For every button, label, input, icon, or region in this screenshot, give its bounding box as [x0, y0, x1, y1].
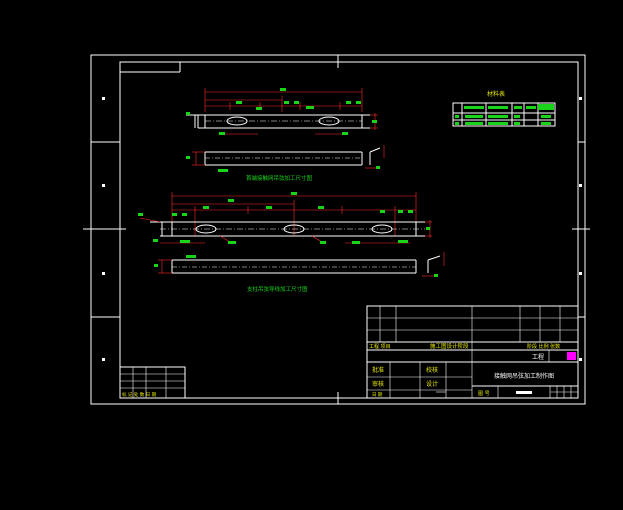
title-block-design: 设计 — [426, 380, 438, 388]
lower-view-caption: 支柱吊弦导线加工尺寸图 — [247, 285, 308, 293]
title-block-project-label: 工程 — [532, 353, 544, 361]
title-block-review: 审核 — [372, 380, 384, 388]
upper-view-plan — [186, 88, 378, 135]
lower-view-elevation — [154, 252, 445, 277]
title-block-approve: 批准 — [372, 366, 384, 374]
inner-frame — [119, 61, 579, 399]
title-block-meta-labels: 阶段 比例 张数 — [527, 343, 560, 350]
title-block-project-info: 工程 项目 — [369, 343, 391, 350]
revision-block — [119, 366, 186, 399]
right-margin-zones — [572, 97, 590, 361]
left-margin-zones — [83, 97, 126, 361]
title-block — [366, 305, 579, 399]
title-block-drawing-name: 接触网吊弦加工制作图 — [494, 372, 554, 380]
lower-view-plan — [138, 192, 432, 244]
title-block-drawing-no-label: 图 号 — [478, 391, 490, 397]
title-block-date-label: 日 期 — [372, 392, 383, 398]
material-table-title: 材料表 — [487, 90, 505, 98]
material-table — [452, 102, 556, 127]
drawing-code-box — [120, 62, 181, 73]
sheet-border — [90, 54, 586, 405]
revision-header: 标 记 处 数 日 期 — [122, 391, 157, 398]
upper-view-caption: 首端接触网吊弦加工尺寸图 — [246, 174, 313, 182]
title-block-stage: 施工图设计阶段 — [430, 342, 469, 350]
title-block-check: 校核 — [426, 366, 438, 374]
upper-view-elevation — [186, 145, 385, 172]
